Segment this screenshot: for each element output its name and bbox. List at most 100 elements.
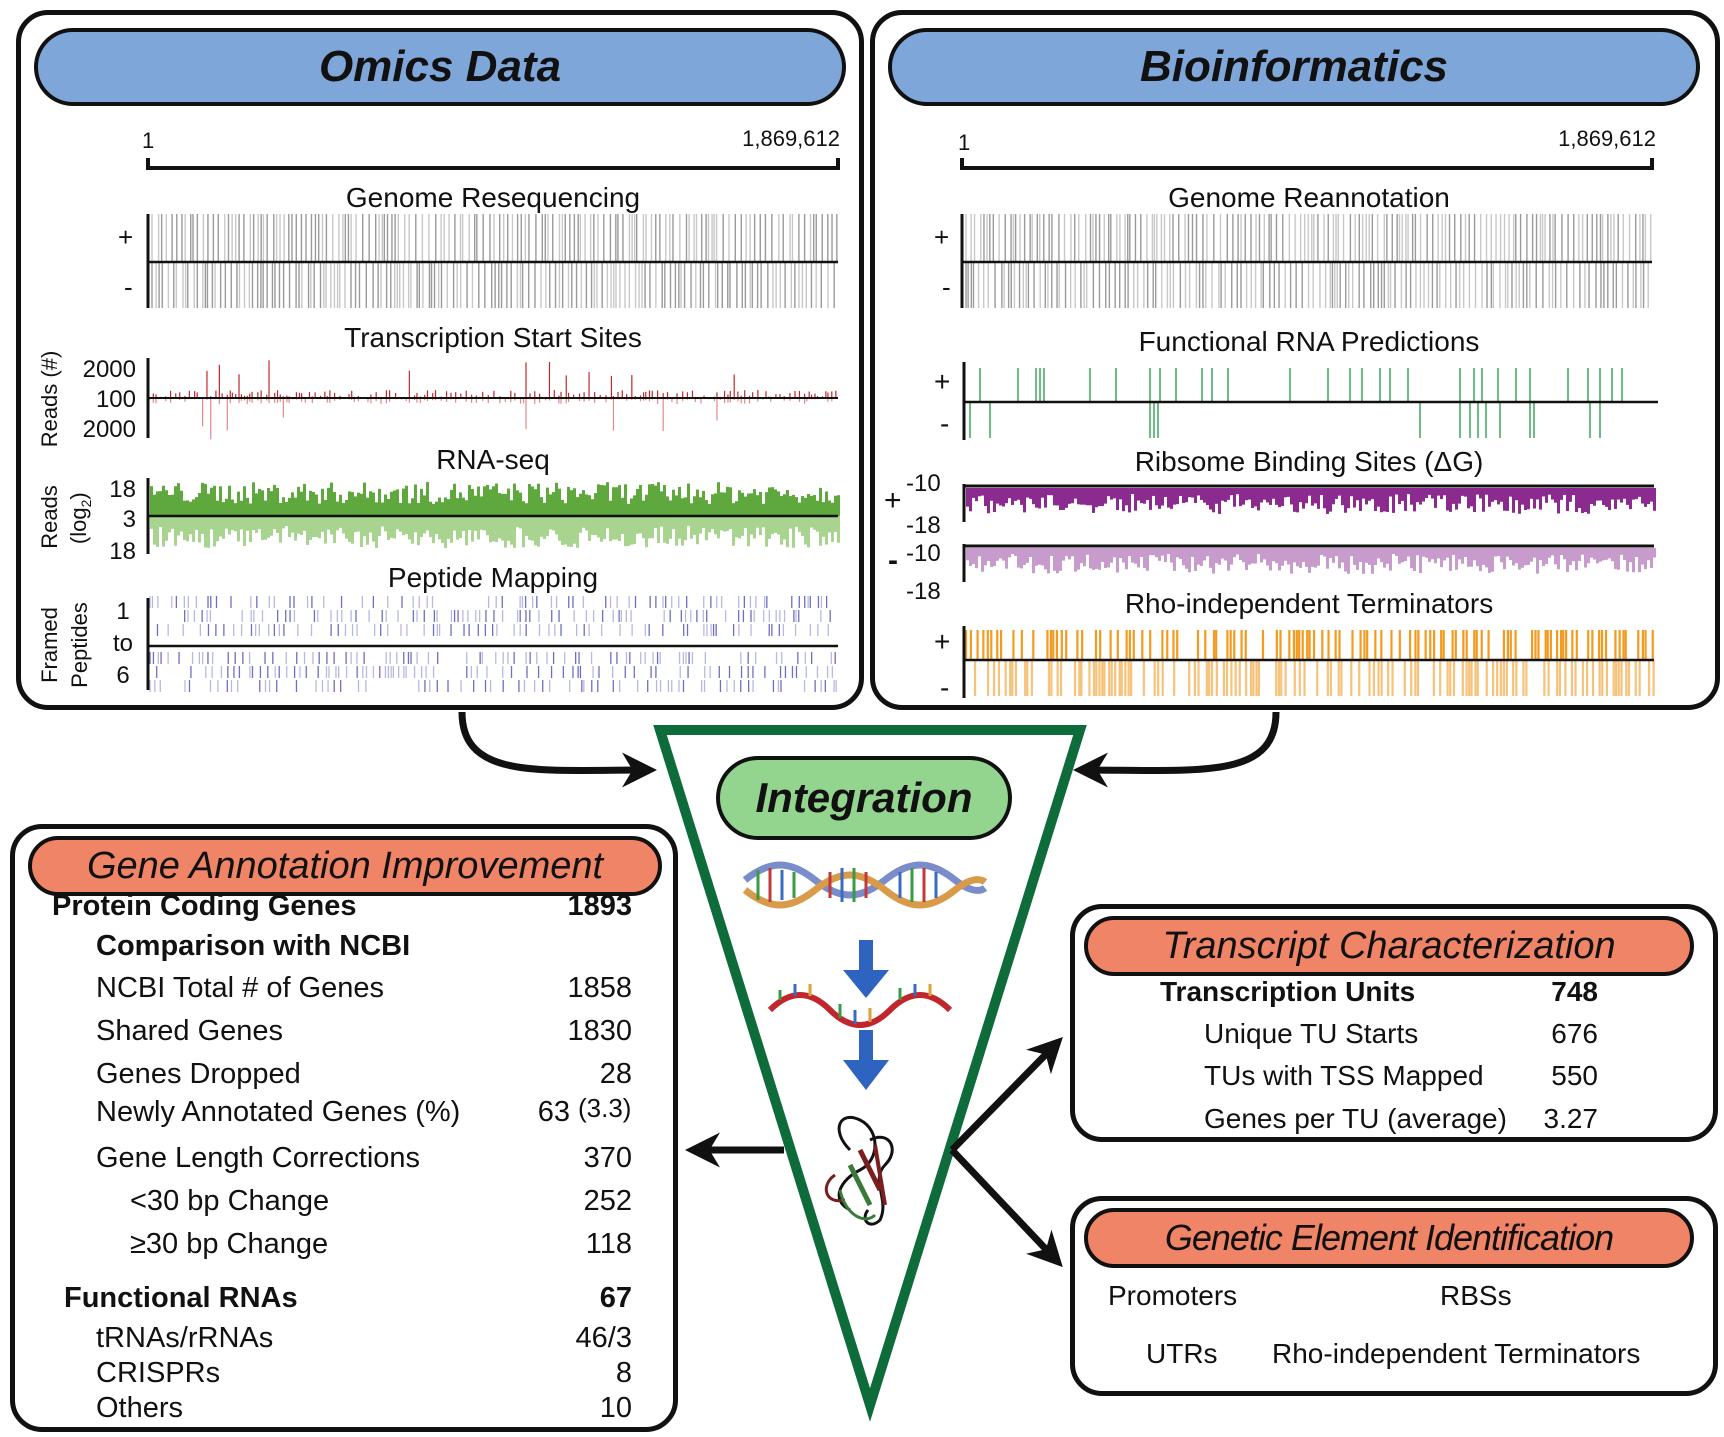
rbs-bar	[1398, 548, 1401, 564]
rnaseq-bar	[534, 489, 537, 516]
rbs-bar	[1389, 488, 1392, 497]
rnaseq-bar	[366, 497, 369, 516]
rbs-bar	[1248, 548, 1251, 565]
rbs-bar	[1545, 548, 1548, 564]
rnaseq-bar	[381, 516, 384, 527]
ga-value-5: 63	[537, 1096, 570, 1128]
rbs-bar	[1407, 488, 1410, 495]
rnaseq-bar	[372, 492, 375, 516]
rbs-bar	[1002, 488, 1005, 507]
rnaseq-bar	[201, 516, 204, 534]
rbs-bar	[1236, 548, 1239, 555]
rnaseq-bar	[483, 516, 486, 531]
rbs-bar	[1536, 548, 1539, 574]
ga-value-12: 10	[599, 1392, 632, 1424]
rnaseq-bar	[375, 502, 378, 516]
rbs-bar	[1065, 548, 1068, 557]
rbs-bar	[1431, 488, 1434, 499]
rbs-bar	[1509, 488, 1512, 497]
rnaseq-bar	[729, 487, 732, 516]
rnaseq-bar	[432, 503, 435, 516]
rnaseq-bar	[267, 516, 270, 538]
rnaseq-bar	[693, 496, 696, 516]
rnaseq-bar	[681, 516, 684, 546]
rnaseq-title: RNA-seq	[436, 444, 550, 475]
rnaseq-bar	[249, 503, 252, 516]
rnaseq-bar	[828, 516, 831, 533]
rbs-bar	[1278, 548, 1281, 571]
rbs-bar	[1467, 548, 1470, 567]
rbs-bar	[1629, 488, 1632, 510]
rnaseq-bar	[531, 486, 534, 516]
rnaseq-bar	[162, 516, 165, 547]
rbs-bar	[1359, 548, 1362, 562]
rnaseq-bar	[672, 489, 675, 516]
rnaseq-bar	[687, 483, 690, 516]
rnaseq-bar	[213, 516, 216, 547]
rbs-bar	[1302, 548, 1305, 563]
rnaseq-bar	[696, 516, 699, 545]
rbs-bar	[1485, 488, 1488, 495]
rbs-bar	[1122, 548, 1125, 563]
rnaseq-bar	[651, 516, 654, 539]
rnaseq-bar	[543, 516, 546, 539]
rbs-bar	[1269, 488, 1272, 505]
rbs-bar	[1452, 488, 1455, 504]
rbs-bar	[1053, 488, 1056, 506]
rnaseq-bar	[150, 516, 153, 529]
rnaseq-bar	[792, 494, 795, 516]
rbs-bar	[1431, 548, 1434, 560]
rnaseq-bar	[606, 516, 609, 529]
rnaseq-bar	[348, 491, 351, 516]
rbs-bar	[1239, 548, 1242, 560]
rnaseq-bar	[210, 516, 213, 530]
rnaseq-bar	[726, 516, 729, 532]
rnaseq-bar	[393, 516, 396, 539]
rnaseq-bar	[477, 516, 480, 540]
rbs-bar	[1044, 488, 1047, 508]
ga-value-6: 370	[583, 1142, 632, 1174]
rbs-bar	[1077, 488, 1080, 505]
rbs-bar	[1482, 548, 1485, 565]
rbs-bar	[1140, 548, 1143, 558]
rnaseq-bar	[264, 516, 267, 540]
rnaseq-bar	[195, 497, 198, 516]
rbs-bar	[1410, 488, 1413, 505]
reannotation-ticks	[965, 214, 1652, 308]
rnaseq-bar	[297, 516, 300, 534]
rnaseq-bar	[816, 500, 819, 516]
rnaseq-bar	[276, 487, 279, 516]
rnaseq-bar	[642, 516, 645, 539]
rnaseq-bar	[249, 516, 252, 543]
rnaseq-bar	[783, 516, 786, 540]
rnaseq-bar	[555, 482, 558, 516]
rnaseq-bar	[558, 516, 561, 541]
rnaseq-bar	[477, 486, 480, 516]
rnaseq-bar	[156, 491, 159, 516]
rbs-bar	[993, 488, 996, 513]
rnaseq-bar	[480, 496, 483, 516]
ga-label-12: Others	[96, 1392, 184, 1424]
rbs-bar	[993, 548, 996, 567]
rbs-bar	[1065, 488, 1068, 508]
rbs-bar	[1131, 488, 1134, 495]
rnaseq-bar	[375, 516, 378, 548]
ga-value-7: 252	[583, 1185, 632, 1217]
reannotation-title: Genome Reannotation	[1168, 182, 1450, 213]
rnaseq-bar	[645, 516, 648, 548]
rnaseq-bar	[360, 493, 363, 516]
rbs-bar	[1467, 488, 1470, 509]
rbs-bar	[1320, 488, 1323, 496]
rbs-bar	[1617, 488, 1620, 500]
rnaseq-bar	[219, 486, 222, 516]
rnaseq-bar	[408, 503, 411, 516]
rbs-bar	[1155, 488, 1158, 506]
rnaseq-bar	[753, 516, 756, 539]
rnaseq-bar	[630, 498, 633, 516]
rbs-bar	[1131, 548, 1134, 563]
rbs-bar	[1413, 488, 1416, 512]
rnaseq-bar	[753, 489, 756, 516]
rbs-bar	[1545, 488, 1548, 503]
rnaseq-bar	[636, 488, 639, 516]
rnaseq-bar	[660, 516, 663, 527]
